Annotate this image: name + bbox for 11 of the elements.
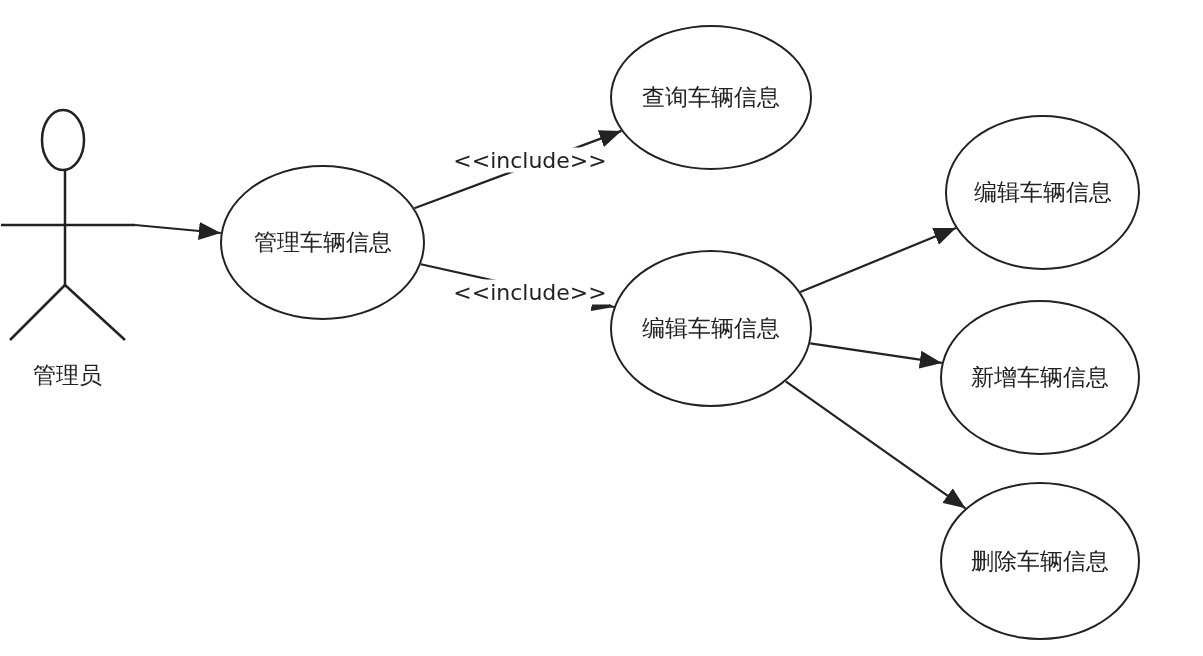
use-case-ellipse: 管理车辆信息	[220, 165, 425, 320]
use-case-ellipse: 删除车辆信息	[940, 482, 1140, 640]
use-case-ellipse: 新增车辆信息	[940, 300, 1140, 455]
arrow	[134, 222, 221, 240]
use-case-ellipse: 编辑车辆信息	[945, 115, 1140, 270]
actor-label: 管理员	[32, 361, 103, 390]
arrow	[810, 342, 942, 369]
arrow	[799, 227, 957, 293]
arrow	[785, 380, 967, 510]
use-case-ellipse: 编辑车辆信息	[610, 250, 812, 407]
use-case-ellipse: 查询车辆信息	[610, 25, 812, 170]
